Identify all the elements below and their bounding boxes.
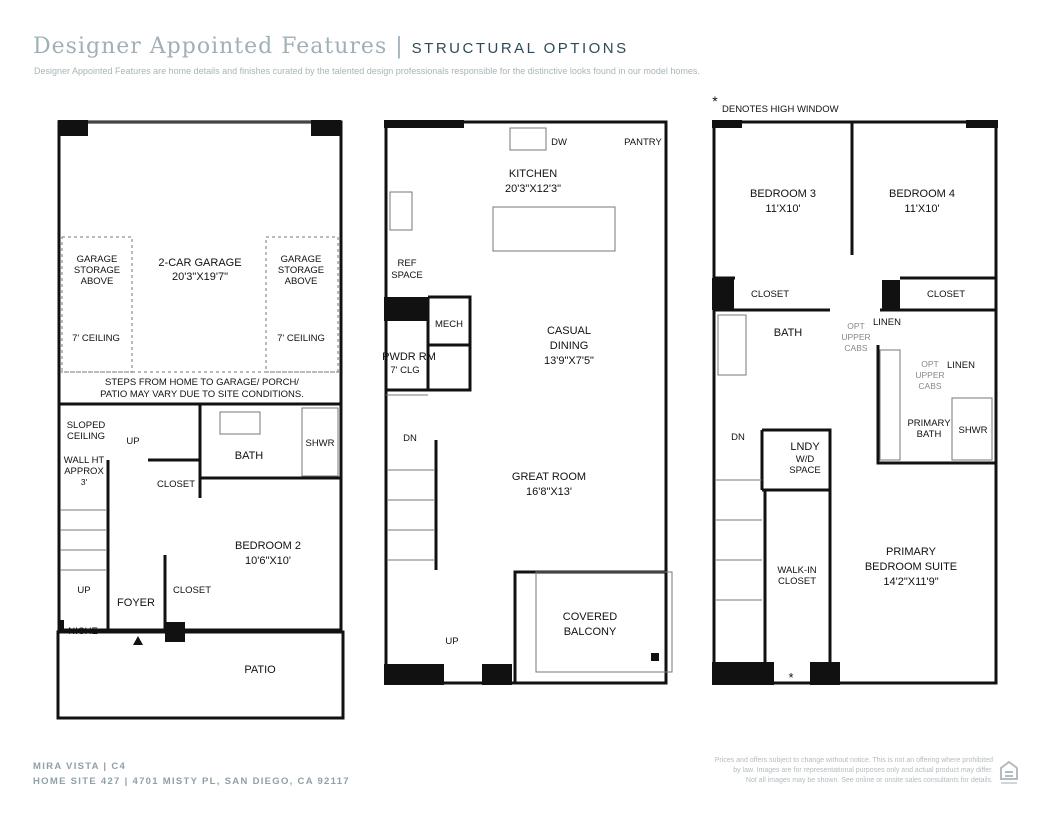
ceiling-note: 7' CEILING [277, 333, 325, 344]
room-name: CLOSET [927, 289, 965, 300]
room-name: LNDY [790, 441, 820, 453]
room-name: BATH [917, 429, 942, 440]
room-name: NICHE [68, 626, 98, 637]
room-name: CLOSET [173, 585, 211, 596]
stair-label: UP [77, 585, 90, 596]
room-dimensions: 14'2"X11'9" [883, 576, 938, 588]
ceiling-note: SLOPED [67, 420, 106, 431]
room-dimensions: 20'3"X19'7" [172, 271, 228, 283]
room-name: DINING [550, 340, 589, 352]
stair-label: DN [403, 433, 417, 444]
room-name: PATIO [244, 664, 276, 676]
title-text: Designer Appointed Features [33, 34, 388, 59]
subtitle-text: STRUCTURAL OPTIONS [411, 40, 629, 57]
room-name: CASUAL [547, 325, 591, 337]
high-window-marker: * [788, 670, 793, 685]
room-name: FOYER [117, 597, 155, 609]
room-label: STORAGE [278, 265, 324, 276]
room-label: ABOVE [81, 276, 114, 287]
ceiling-note: 7' CLG [390, 365, 419, 376]
room-name: 2-CAR GARAGE [158, 257, 241, 269]
room-dimensions: 11'X10' [765, 203, 800, 215]
cabinet-note: OPT [921, 359, 938, 369]
footer-community-info: MIRA VISTA | C4 HOME SITE 427 | 4701 MIS… [33, 759, 350, 789]
disclaimer-line: Prices and offers subject to change with… [714, 757, 993, 764]
room-dimensions: 20'3"X12'3" [505, 183, 561, 195]
room-name: LINEN [947, 360, 975, 371]
room-name: SHWR [305, 438, 334, 449]
asterisk-marker: * [712, 93, 718, 109]
description: Designer Appointed Features are home det… [34, 66, 700, 76]
room-name: BEDROOM 2 [235, 540, 301, 552]
room-name: PWDR RM [382, 351, 436, 363]
room-name: CLOSET [157, 479, 195, 490]
room-name: LINEN [873, 317, 901, 328]
stair-label: UP [445, 636, 458, 647]
room-name: BATH [235, 450, 264, 462]
disclaimer: Prices and offers subject to change with… [715, 756, 993, 786]
room-name: BEDROOM SUITE [865, 561, 957, 573]
second-floor-plan: DW PANTRY KITCHEN 20'3"X12'3" REF SPACE … [382, 120, 673, 685]
room-name: BALCONY [564, 626, 617, 638]
cabinet-note: UPPER [915, 370, 944, 380]
title-separator: | [395, 34, 404, 59]
legend-note: DENOTES HIGH WINDOW [722, 104, 839, 115]
cabinet-note: OPT [847, 321, 864, 331]
appliance-label: REF [398, 258, 417, 269]
appliance-label: SPACE [391, 270, 423, 281]
community-name: MIRA VISTA | C4 [33, 761, 127, 772]
first-floor-plan: GARAGE STORAGE ABOVE 2-CAR GARAGE 20'3"X… [56, 120, 345, 720]
room-dimensions: 13'9"X7'5" [544, 355, 594, 367]
room-name: PRIMARY [886, 546, 937, 558]
appliance-label: DW [551, 137, 567, 148]
ceiling-note: CEILING [67, 431, 105, 442]
home-address: HOME SITE 427 | 4701 MISTY PL, SAN DIEGO… [33, 776, 350, 787]
wall-note: WALL HT [64, 455, 105, 466]
room-name: BEDROOM 4 [889, 188, 955, 200]
room-name: PANTRY [624, 137, 662, 148]
room-name: PRIMARY [907, 418, 951, 429]
room-name: CLOSET [751, 289, 789, 300]
cabinet-note: UPPER [841, 332, 870, 342]
stair-label: DN [731, 432, 745, 443]
room-label: GARAGE [281, 254, 322, 265]
site-note: PATIO MAY VARY DUE TO SITE CONDITIONS. [100, 389, 304, 400]
room-note: W/D [796, 454, 815, 465]
cabinet-note: CABS [844, 343, 867, 353]
equal-housing-icon [1000, 760, 1018, 784]
room-dimensions: 10'6"X10' [245, 555, 291, 567]
room-note: SPACE [789, 465, 821, 476]
page-title: Designer Appointed Features | STRUCTURAL O… [33, 34, 629, 59]
room-name: CLOSET [778, 576, 816, 587]
room-name: SHWR [958, 425, 987, 436]
ceiling-note: 7' CEILING [72, 333, 120, 344]
room-name: BATH [774, 327, 803, 339]
room-name: WALK-IN [777, 565, 816, 576]
third-floor-plan: * DENOTES HIGH WINDOW BEDROOM 3 11'X10' … [712, 93, 998, 685]
room-label: GARAGE [77, 254, 118, 265]
room-name: COVERED [563, 611, 617, 623]
room-label: ABOVE [285, 276, 318, 287]
room-dimensions: 16'8"X13' [526, 486, 572, 498]
room-name: MECH [435, 319, 463, 330]
room-name: BEDROOM 3 [750, 188, 816, 200]
wall-note: 3' [81, 477, 88, 487]
disclaimer-line: by law. Images are for representational … [733, 767, 993, 774]
site-note: STEPS FROM HOME TO GARAGE/ PORCH/ [105, 377, 299, 388]
stair-label: UP [126, 436, 139, 447]
wall-note: APPROX [64, 466, 104, 477]
room-name: GREAT ROOM [512, 471, 586, 483]
room-name: KITCHEN [509, 168, 557, 180]
room-label: STORAGE [74, 265, 120, 276]
disclaimer-line: Not all images may be shown. See online … [745, 777, 993, 784]
cabinet-note: CABS [918, 381, 941, 391]
room-dimensions: 11'X10' [904, 203, 939, 215]
